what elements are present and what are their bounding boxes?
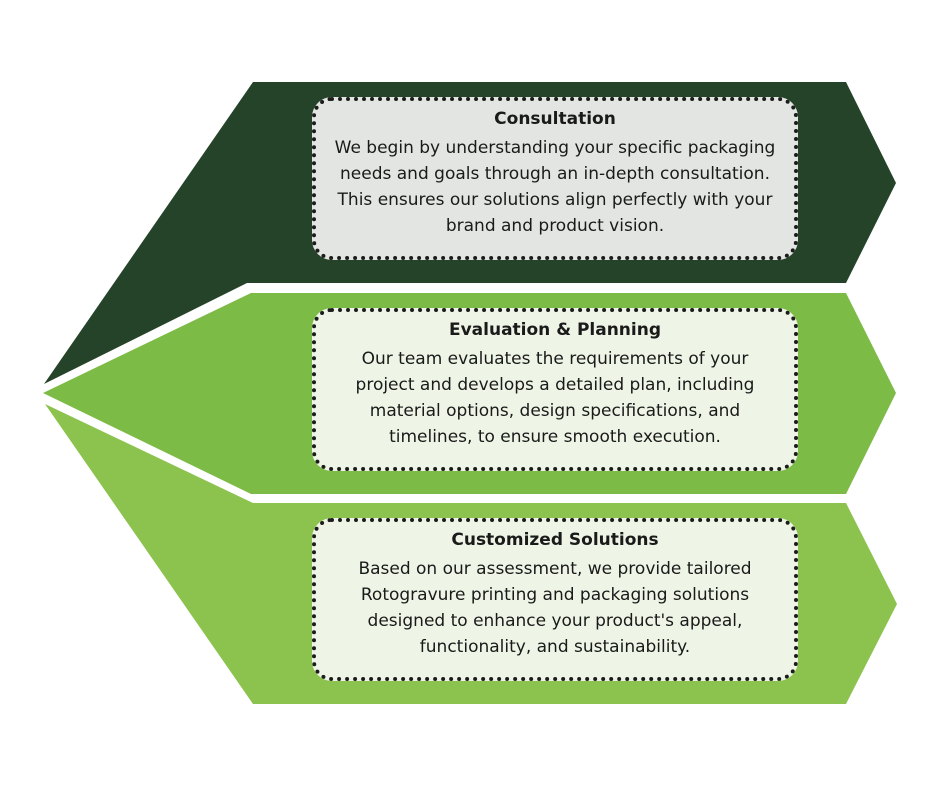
step-1-card: Consultation We begin by understanding y… — [312, 97, 798, 260]
step-2-title: Evaluation & Planning — [448, 320, 662, 340]
step-2-card: Evaluation & Planning Our team evaluates… — [312, 308, 798, 471]
step-3-card: Customized Solutions Based on our assess… — [312, 518, 798, 681]
step-2-description: Our team evaluates the requirements of y… — [355, 349, 755, 447]
step-3-description: Based on our assessment, we provide tail… — [358, 559, 752, 657]
step-3-title: Customized Solutions — [451, 530, 659, 550]
step-1-title: Consultation — [494, 109, 616, 129]
step-1-description: We begin by understanding your specific … — [334, 138, 776, 236]
